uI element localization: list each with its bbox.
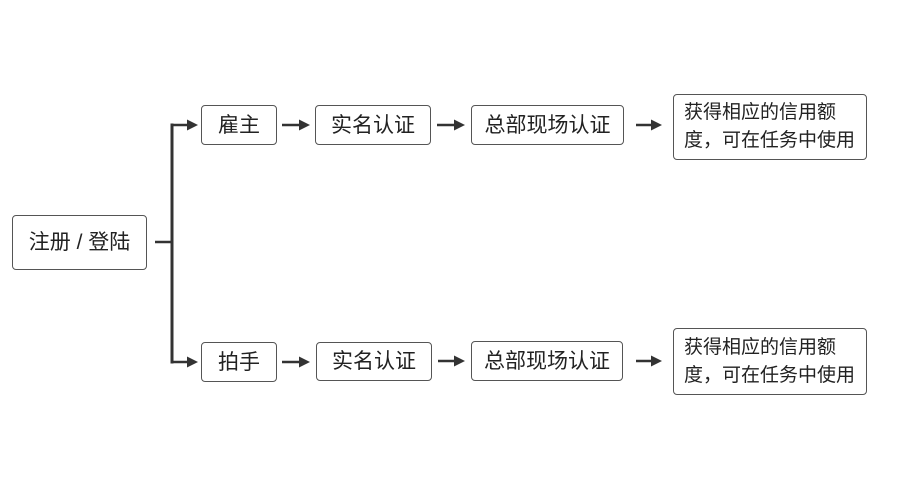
result-node-credit-limit: 获得相应的信用额 度，可在任务中使用 bbox=[673, 94, 867, 160]
step-node-onsite-verification: 总部现场认证 bbox=[471, 105, 624, 145]
role-node-label: 拍手 bbox=[218, 350, 260, 374]
arrow-r1-step0-to-step1-head bbox=[454, 355, 465, 367]
arrow-r0-role-to-step0-head bbox=[299, 119, 310, 131]
step-node-label: 总部现场认证 bbox=[484, 349, 610, 373]
step-node-realname-verification: 实名认证 bbox=[315, 105, 431, 145]
role-node-photographer: 拍手 bbox=[201, 342, 277, 382]
step-node-label: 实名认证 bbox=[331, 113, 415, 137]
start-node-label: 注册 / 登陆 bbox=[28, 231, 131, 254]
arrow-r1-step1-to-result-head bbox=[651, 355, 662, 367]
step-node-label: 总部现场认证 bbox=[484, 113, 611, 137]
result-line-1: 获得相应的信用额 bbox=[684, 336, 837, 358]
arrow-r1-role-to-step0-head bbox=[299, 356, 310, 368]
role-node-label: 雇主 bbox=[218, 113, 260, 137]
arrow-start-to-photographer-head bbox=[187, 356, 198, 368]
step-node-label: 实名认证 bbox=[332, 350, 416, 373]
arrow-start-to-employer-head bbox=[187, 119, 198, 131]
result-line-2: 度，可在任务中使用 bbox=[684, 130, 856, 151]
role-node-employer: 雇主 bbox=[201, 105, 277, 145]
result-line-2: 度，可在任务中使用 bbox=[684, 364, 856, 386]
arrow-r0-step0-to-step1-head bbox=[454, 119, 465, 131]
arrow-r0-step1-to-result-head bbox=[651, 119, 662, 131]
step-node-onsite-verification: 总部现场认证 bbox=[471, 341, 623, 381]
result-line-1: 获得相应的信用额 bbox=[684, 102, 837, 123]
result-node-credit-limit: 获得相应的信用额 度，可在任务中使用 bbox=[673, 328, 867, 395]
step-node-realname-verification: 实名认证 bbox=[316, 342, 432, 381]
start-node-register-login: 注册 / 登陆 bbox=[12, 215, 147, 270]
